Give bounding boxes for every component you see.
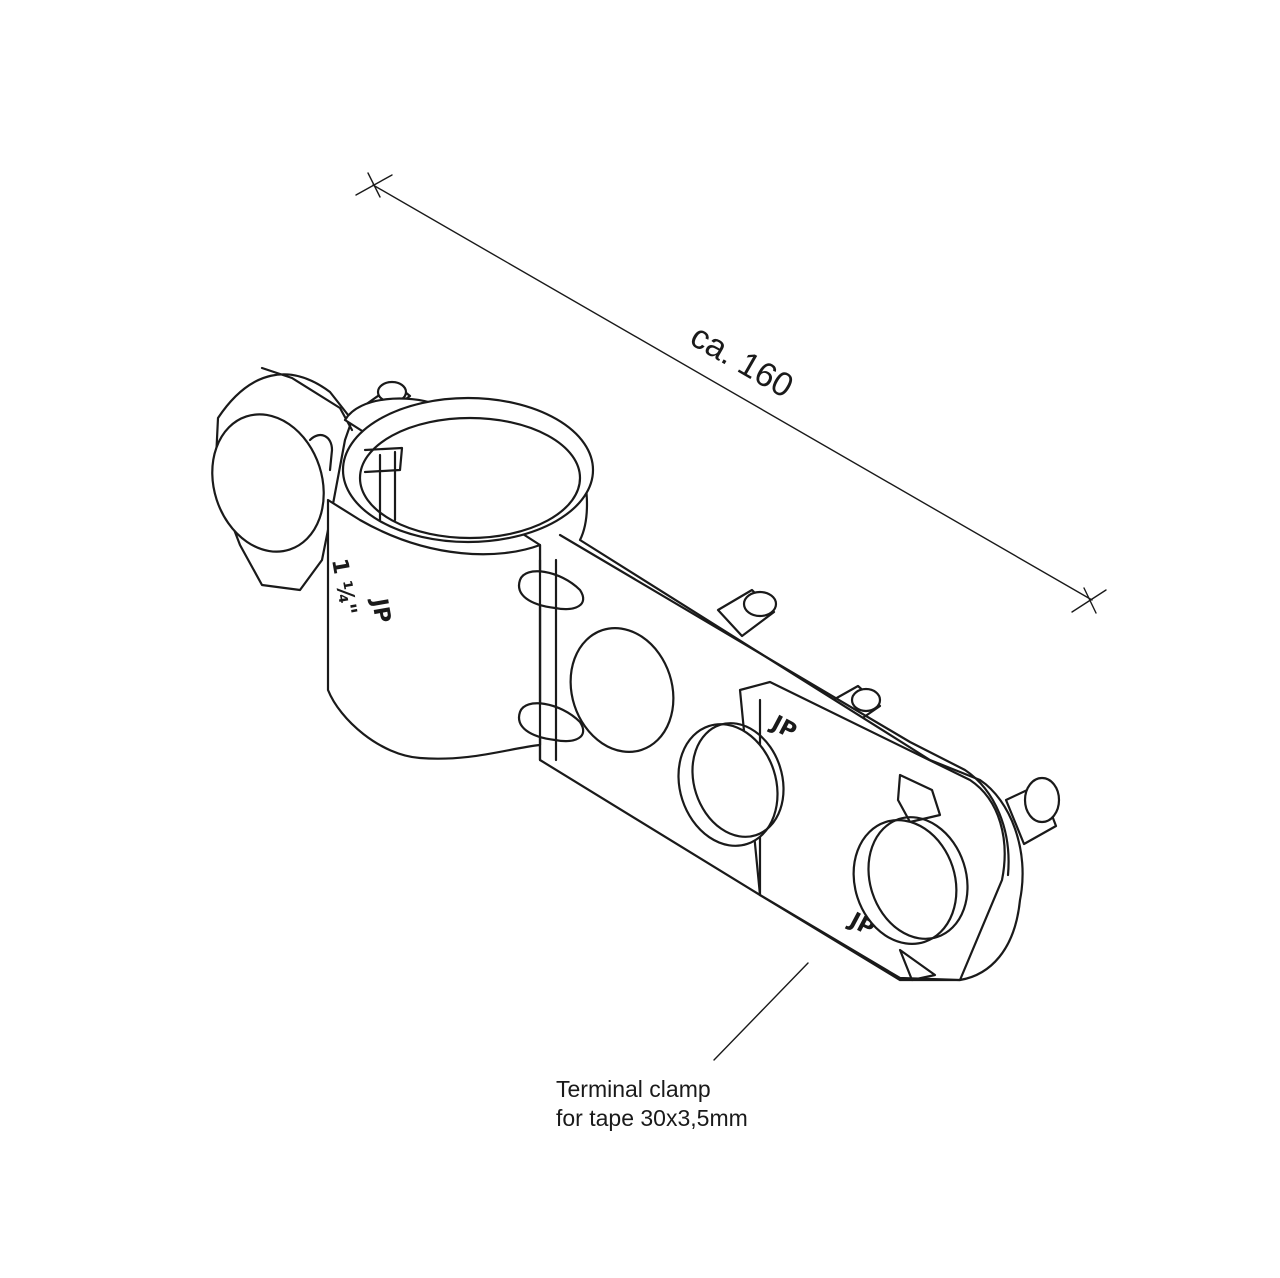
dimension-label: ca. 160 bbox=[684, 317, 800, 406]
callout-leader bbox=[713, 962, 809, 1061]
callout-label: Terminal clamp for tape 30x3,5mm bbox=[556, 1075, 748, 1133]
callout-line-1: Terminal clamp bbox=[556, 1076, 711, 1102]
tube-marking-logo: JP bbox=[366, 595, 395, 625]
left-lug bbox=[211, 366, 354, 592]
bolt-heads bbox=[569, 627, 969, 945]
callout-line-2: for tape 30x3,5mm bbox=[556, 1105, 748, 1131]
back-studs bbox=[356, 380, 1061, 846]
dimension-line bbox=[355, 172, 1107, 614]
slot-ribs bbox=[517, 558, 585, 762]
tube-ring: JP 1 ¼" bbox=[326, 396, 595, 760]
